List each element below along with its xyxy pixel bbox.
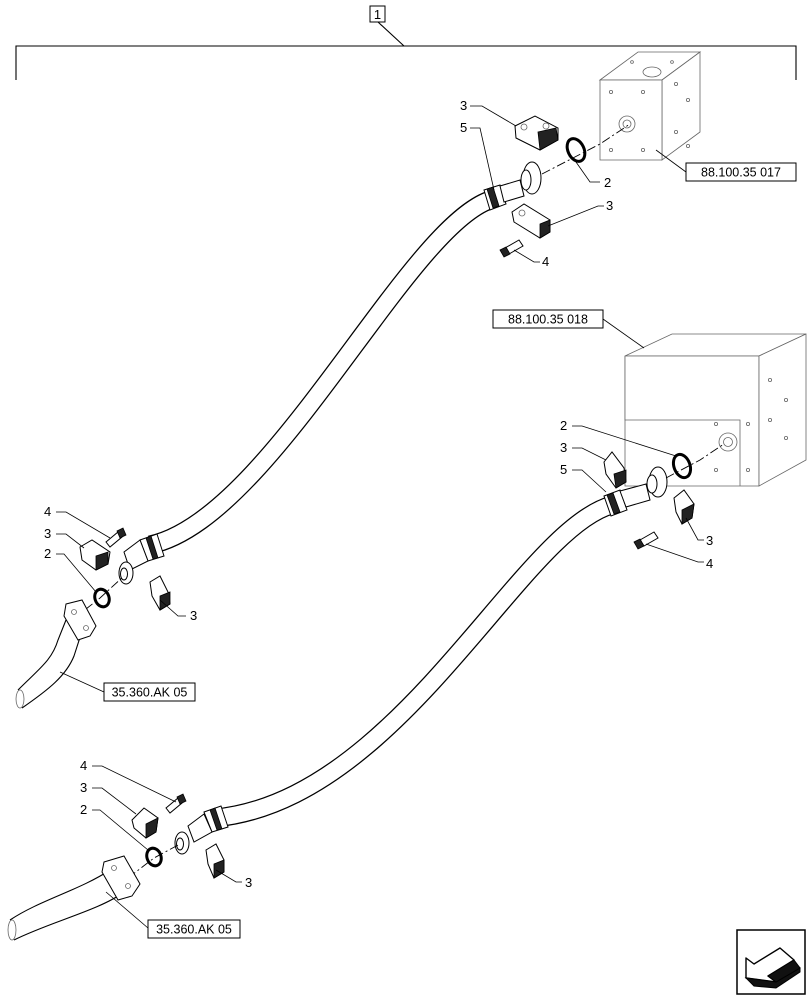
- callout-2: 2: [560, 418, 567, 433]
- flange-clamp-upper-left-a: [79, 539, 111, 571]
- callout-4: 4: [80, 758, 87, 773]
- reference-label-pipe-lower: 35.360.AK 05: [156, 923, 232, 937]
- hose-upper: [118, 161, 542, 585]
- pipe-lower-left: [7, 855, 141, 941]
- screw-lower-left: [165, 793, 187, 814]
- callout-5: 5: [560, 462, 567, 477]
- screw-lower-right: [633, 531, 659, 550]
- callout-3: 3: [245, 875, 252, 890]
- reference-label-pipe-upper: 35.360.AK 05: [112, 686, 188, 700]
- callout-4: 4: [44, 504, 51, 519]
- assembly-number-box: [369, 5, 386, 23]
- valve-block-upper: [598, 51, 702, 161]
- next-page-arrow-icon[interactable]: [736, 929, 806, 995]
- reference-box-block-lower[interactable]: 88.100.35 018: [492, 309, 645, 349]
- reference-label-block-lower: 88.100.35 018: [508, 313, 588, 327]
- flange-clamp-upper-top: [514, 115, 559, 151]
- oring-upper-right: [565, 137, 587, 163]
- pipe-upper-left: [15, 599, 97, 709]
- flange-clamp-lower-left-a: [131, 807, 159, 839]
- valve-block-lower: [624, 333, 807, 487]
- oring-lower-right: [671, 452, 693, 480]
- flange-clamp-lower-right-b: [673, 489, 695, 525]
- callout-3: 3: [460, 98, 467, 113]
- callout-2: 2: [80, 802, 87, 817]
- callout-4: 4: [706, 556, 713, 571]
- assembly-number: 1: [374, 7, 381, 22]
- flange-clamp-lower-right-a: [603, 451, 627, 489]
- callouts: 3 5 2 3 4 4 3 2 3 2 3 5 3 4 4 3 2: [44, 98, 713, 890]
- callout-3: 3: [706, 533, 713, 548]
- callout-3: 3: [80, 780, 87, 795]
- reference-box-block-upper[interactable]: 88.100.35 017: [655, 149, 797, 182]
- flange-clamp-upper-left-b: [149, 575, 171, 611]
- reference-label-block-upper: 88.100.35 017: [701, 166, 781, 180]
- callout-5: 5: [460, 120, 467, 135]
- screw-upper-right: [499, 239, 524, 258]
- reference-box-pipe-lower[interactable]: 35.360.AK 05: [105, 891, 241, 939]
- screw-upper-left: [105, 527, 127, 548]
- callout-3: 3: [606, 198, 613, 213]
- callout-2: 2: [604, 175, 611, 190]
- flange-clamp-upper-bottom: [511, 203, 551, 239]
- callout-3: 3: [560, 440, 567, 455]
- callout-3: 3: [190, 608, 197, 623]
- assembly-bracket: 1: [15, 5, 797, 80]
- reference-box-pipe-upper[interactable]: 35.360.AK 05: [59, 671, 196, 702]
- callout-3: 3: [44, 526, 51, 541]
- callout-4: 4: [542, 254, 549, 269]
- hose-lower: [174, 466, 668, 855]
- oring-upper-left: [93, 587, 111, 609]
- callout-2: 2: [44, 546, 51, 561]
